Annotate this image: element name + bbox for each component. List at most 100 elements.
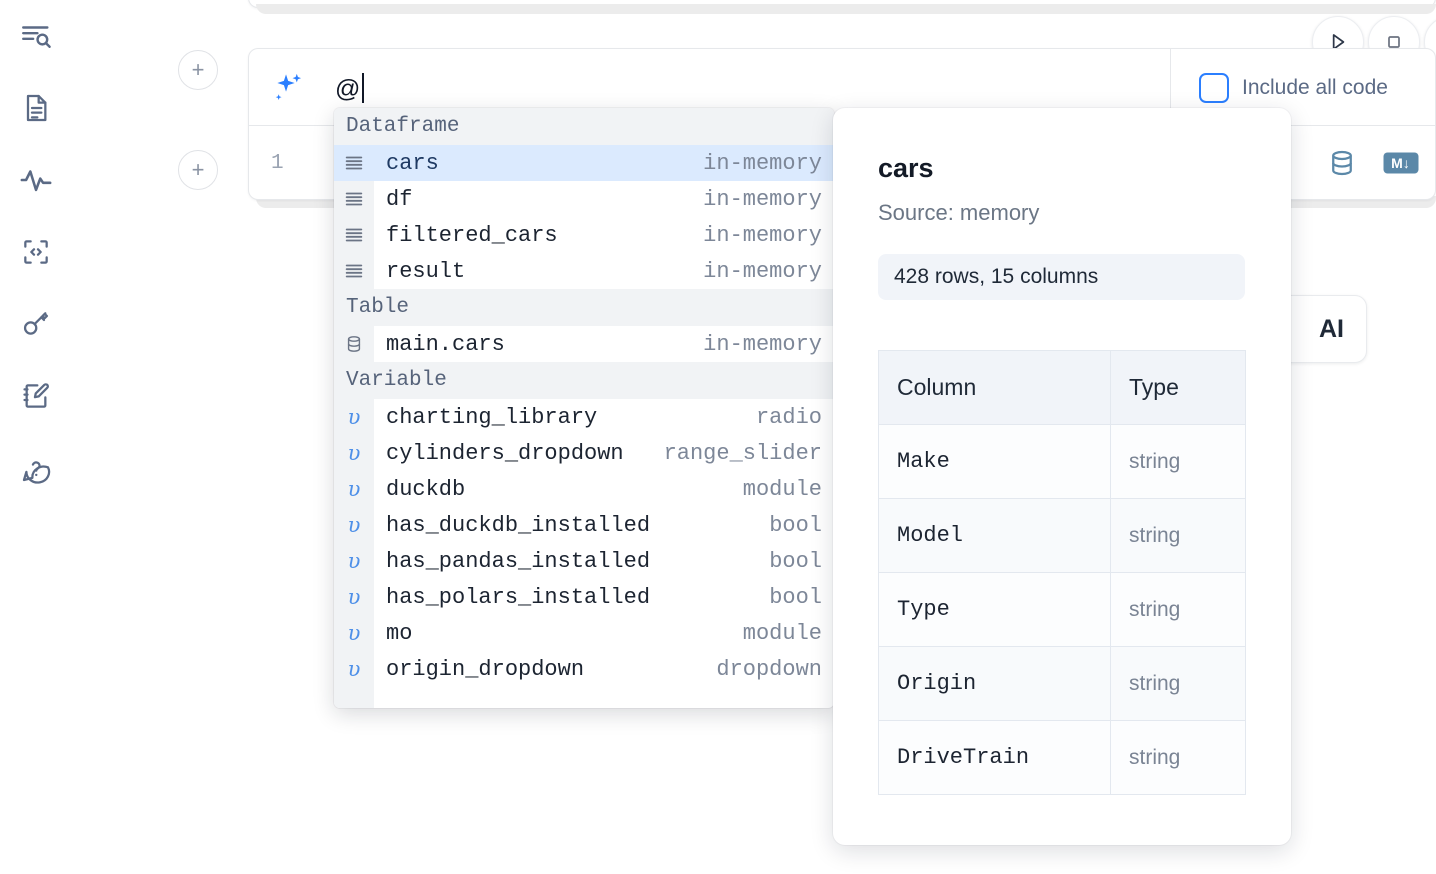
- column-type-cell: string: [1110, 646, 1246, 721]
- include-all-code-control[interactable]: Include all code: [1199, 73, 1388, 103]
- autocomplete-item[interactable]: υ charting_library radio: [334, 399, 834, 435]
- column-name-cell: Type: [878, 572, 1111, 647]
- secrets-key-icon[interactable]: [12, 300, 60, 348]
- variable-icon: υ: [334, 471, 374, 507]
- sparkles-icon: [275, 73, 302, 101]
- autocomplete-item-label: df: [386, 186, 413, 212]
- autocomplete-item[interactable]: filtered_cars in-memory: [334, 217, 834, 253]
- plus-icon: +: [191, 157, 205, 182]
- code-editor-row[interactable]: 1 M↓: [249, 126, 1436, 200]
- dataframe-rows-icon: [334, 181, 374, 217]
- play-icon: [1332, 34, 1345, 50]
- autocomplete-item-label: has_duckdb_installed: [386, 512, 651, 538]
- help-chat-icon[interactable]: [12, 444, 60, 492]
- column-name-cell: DriveTrain: [878, 720, 1111, 795]
- scratchpad-edit-icon[interactable]: [12, 372, 60, 420]
- type-header: Type: [1110, 350, 1246, 425]
- autocomplete-item-type: in-memory: [703, 222, 822, 248]
- preview-shape-badge: 428 rows, 15 columns: [878, 254, 1245, 300]
- preview-source: Source: memory: [878, 200, 1040, 225]
- variable-icon: υ: [334, 651, 374, 687]
- autocomplete-item-label: origin_dropdown: [386, 656, 585, 682]
- activity-pulse-icon[interactable]: [12, 156, 60, 204]
- column-header: Column: [878, 350, 1111, 425]
- include-all-code-checkbox[interactable]: [1199, 73, 1229, 103]
- variable-icon: υ: [334, 543, 374, 579]
- autocomplete-item-type: range_slider: [663, 440, 822, 466]
- svg-text:M↓: M↓: [1391, 155, 1410, 171]
- autocomplete-item-label: cylinders_dropdown: [386, 440, 624, 466]
- autocomplete-item-type: module: [742, 476, 822, 502]
- autocomplete-group-header: Table: [334, 289, 834, 326]
- variable-icon: υ: [334, 579, 374, 615]
- divider: [1170, 49, 1171, 126]
- database-icon[interactable]: [1327, 148, 1357, 183]
- plus-icon: +: [191, 57, 205, 82]
- autocomplete-item[interactable]: result in-memory: [334, 253, 834, 289]
- add-cell-above-button[interactable]: +: [178, 50, 218, 90]
- autocomplete-item-label: charting_library: [386, 404, 598, 430]
- autocomplete-group-header: Variable: [334, 362, 834, 399]
- ai-prompt-value: @: [335, 75, 361, 103]
- autocomplete-item[interactable]: υ origin_dropdown dropdown: [334, 651, 834, 687]
- autocomplete-item-type: bool: [769, 512, 822, 538]
- column-type-cell: string: [1110, 498, 1246, 573]
- explore-outline-icon[interactable]: [12, 12, 60, 60]
- stop-square-icon: [1388, 36, 1400, 48]
- markdown-badge: M↓: [1383, 152, 1419, 174]
- column-name-cell: Origin: [878, 646, 1111, 721]
- autocomplete-item[interactable]: υ cylinders_dropdown range_slider: [334, 435, 834, 471]
- notebook-file-icon[interactable]: [12, 84, 60, 132]
- autocomplete-item-label: has_polars_installed: [386, 584, 651, 610]
- variable-icon: υ: [334, 615, 374, 651]
- add-cell-below-button[interactable]: +: [178, 150, 218, 190]
- autocomplete-item-type: bool: [769, 548, 822, 574]
- cell-type-icons: M↓: [1327, 148, 1419, 183]
- left-icon-rail: [0, 0, 72, 874]
- previous-cell-shadow: [256, 4, 1436, 14]
- autocomplete-item-type: in-memory: [703, 186, 822, 212]
- variable-icon: υ: [334, 399, 374, 435]
- autocomplete-item-label: filtered_cars: [386, 222, 558, 248]
- code-snippets-icon[interactable]: [12, 228, 60, 276]
- autocomplete-item-label: mo: [386, 620, 413, 646]
- ai-pill-label: AI: [1319, 314, 1344, 343]
- column-type-cell: string: [1110, 720, 1246, 795]
- autocomplete-item-type: bool: [769, 584, 822, 610]
- line-number: 1: [271, 152, 284, 175]
- autocomplete-item-label: duckdb: [386, 476, 466, 502]
- variable-icon: υ: [334, 435, 374, 471]
- dataframe-rows-icon: [334, 145, 374, 181]
- database-icon: [334, 326, 374, 362]
- markdown-icon[interactable]: M↓: [1383, 150, 1419, 181]
- autocomplete-group-header: Dataframe: [334, 108, 834, 145]
- column-name-cell: Model: [878, 498, 1111, 573]
- preview-title: cars: [878, 153, 934, 183]
- column-type-cell: string: [1110, 424, 1246, 499]
- text-cursor: [361, 73, 364, 103]
- ai-prompt-input[interactable]: @: [335, 73, 364, 104]
- autocomplete-item-type: in-memory: [703, 258, 822, 284]
- dataframe-rows-icon: [334, 253, 374, 289]
- autocomplete-item-label: cars: [386, 150, 439, 176]
- autocomplete-item-type: dropdown: [716, 656, 822, 682]
- column-type-cell: string: [1110, 572, 1246, 647]
- autocomplete-item[interactable]: υ has_polars_installed bool: [334, 579, 834, 615]
- autocomplete-item-type: radio: [755, 404, 822, 430]
- autocomplete-item[interactable]: df in-memory: [334, 181, 834, 217]
- autocomplete-item-label: result: [386, 258, 466, 284]
